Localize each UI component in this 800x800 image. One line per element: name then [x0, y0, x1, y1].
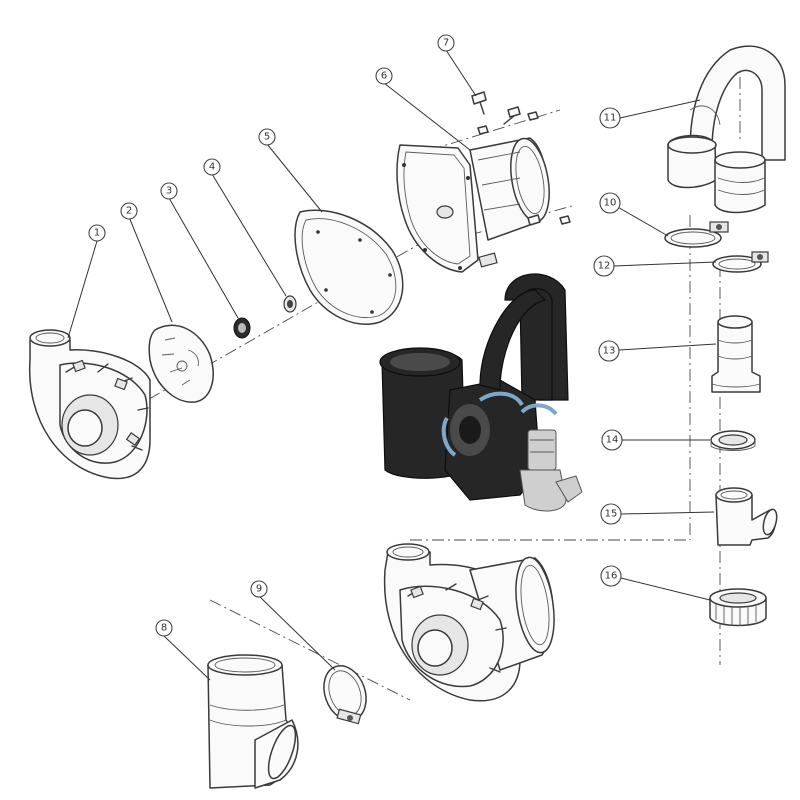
callout-10: 10: [599, 192, 621, 214]
callout-3: 3: [160, 182, 178, 200]
callout-2-label: 2: [126, 206, 132, 217]
callout-12-label: 12: [598, 261, 611, 272]
callout-14-label: 14: [606, 435, 619, 446]
callout-9: 9: [250, 580, 268, 598]
callout-6-label: 6: [381, 71, 387, 82]
callout-10-label: 10: [604, 198, 617, 209]
callout-15: 15: [600, 503, 622, 525]
callout-1: 1: [88, 224, 106, 242]
pump-assembly-lower: [383, 543, 555, 702]
callout-13-label: 13: [603, 346, 616, 357]
callout-8: 8: [155, 619, 173, 637]
shaft-seal-part-4: [283, 295, 297, 313]
gasket-part-5: [294, 209, 404, 325]
callout-1-label: 1: [94, 228, 100, 239]
clamp-part-12: [712, 251, 769, 273]
screws-part-7: [471, 91, 571, 226]
hose-clamp-part-9: [323, 665, 367, 725]
callout-6: 6: [375, 67, 393, 85]
callout-16: 16: [600, 565, 622, 587]
callout-balloons: 1 2 3 4 5 6 7 8 9 10 11: [88, 34, 623, 637]
callout-16-label: 16: [605, 571, 618, 582]
callout-12: 12: [593, 255, 615, 277]
pump-housing-part-1: [28, 329, 151, 480]
callout-7-label: 7: [443, 38, 449, 49]
callout-3-label: 3: [166, 186, 172, 197]
assembled-pump-photo: [379, 273, 583, 512]
callout-5-label: 5: [264, 132, 270, 143]
callout-8-label: 8: [161, 623, 167, 634]
callout-13: 13: [598, 340, 620, 362]
callout-2: 2: [120, 202, 138, 220]
elbow-fitting-part-15: [715, 487, 778, 546]
impeller-ring-part-3: [233, 317, 251, 339]
union-nut-part-16: [709, 588, 767, 627]
hose-adapter-part-13: [711, 315, 761, 393]
callout-11: 11: [599, 107, 621, 129]
callout-9-label: 9: [256, 584, 262, 595]
callout-15-label: 15: [605, 509, 618, 520]
callout-14: 14: [601, 429, 623, 451]
callout-4: 4: [203, 158, 221, 176]
ring-nut-part-14: [710, 430, 756, 451]
leader-lines: [67, 49, 717, 681]
motor-backplate-part-6: [396, 137, 550, 273]
callout-11-label: 11: [604, 113, 617, 124]
diffuser-plate-part-2: [148, 324, 214, 403]
clamp-part-10: [664, 221, 729, 248]
callout-4-label: 4: [209, 162, 215, 173]
elbow-inlet-part-8: [207, 654, 299, 789]
callout-5: 5: [258, 128, 276, 146]
double-hose-part-11: [667, 45, 786, 214]
callout-7: 7: [437, 34, 455, 52]
